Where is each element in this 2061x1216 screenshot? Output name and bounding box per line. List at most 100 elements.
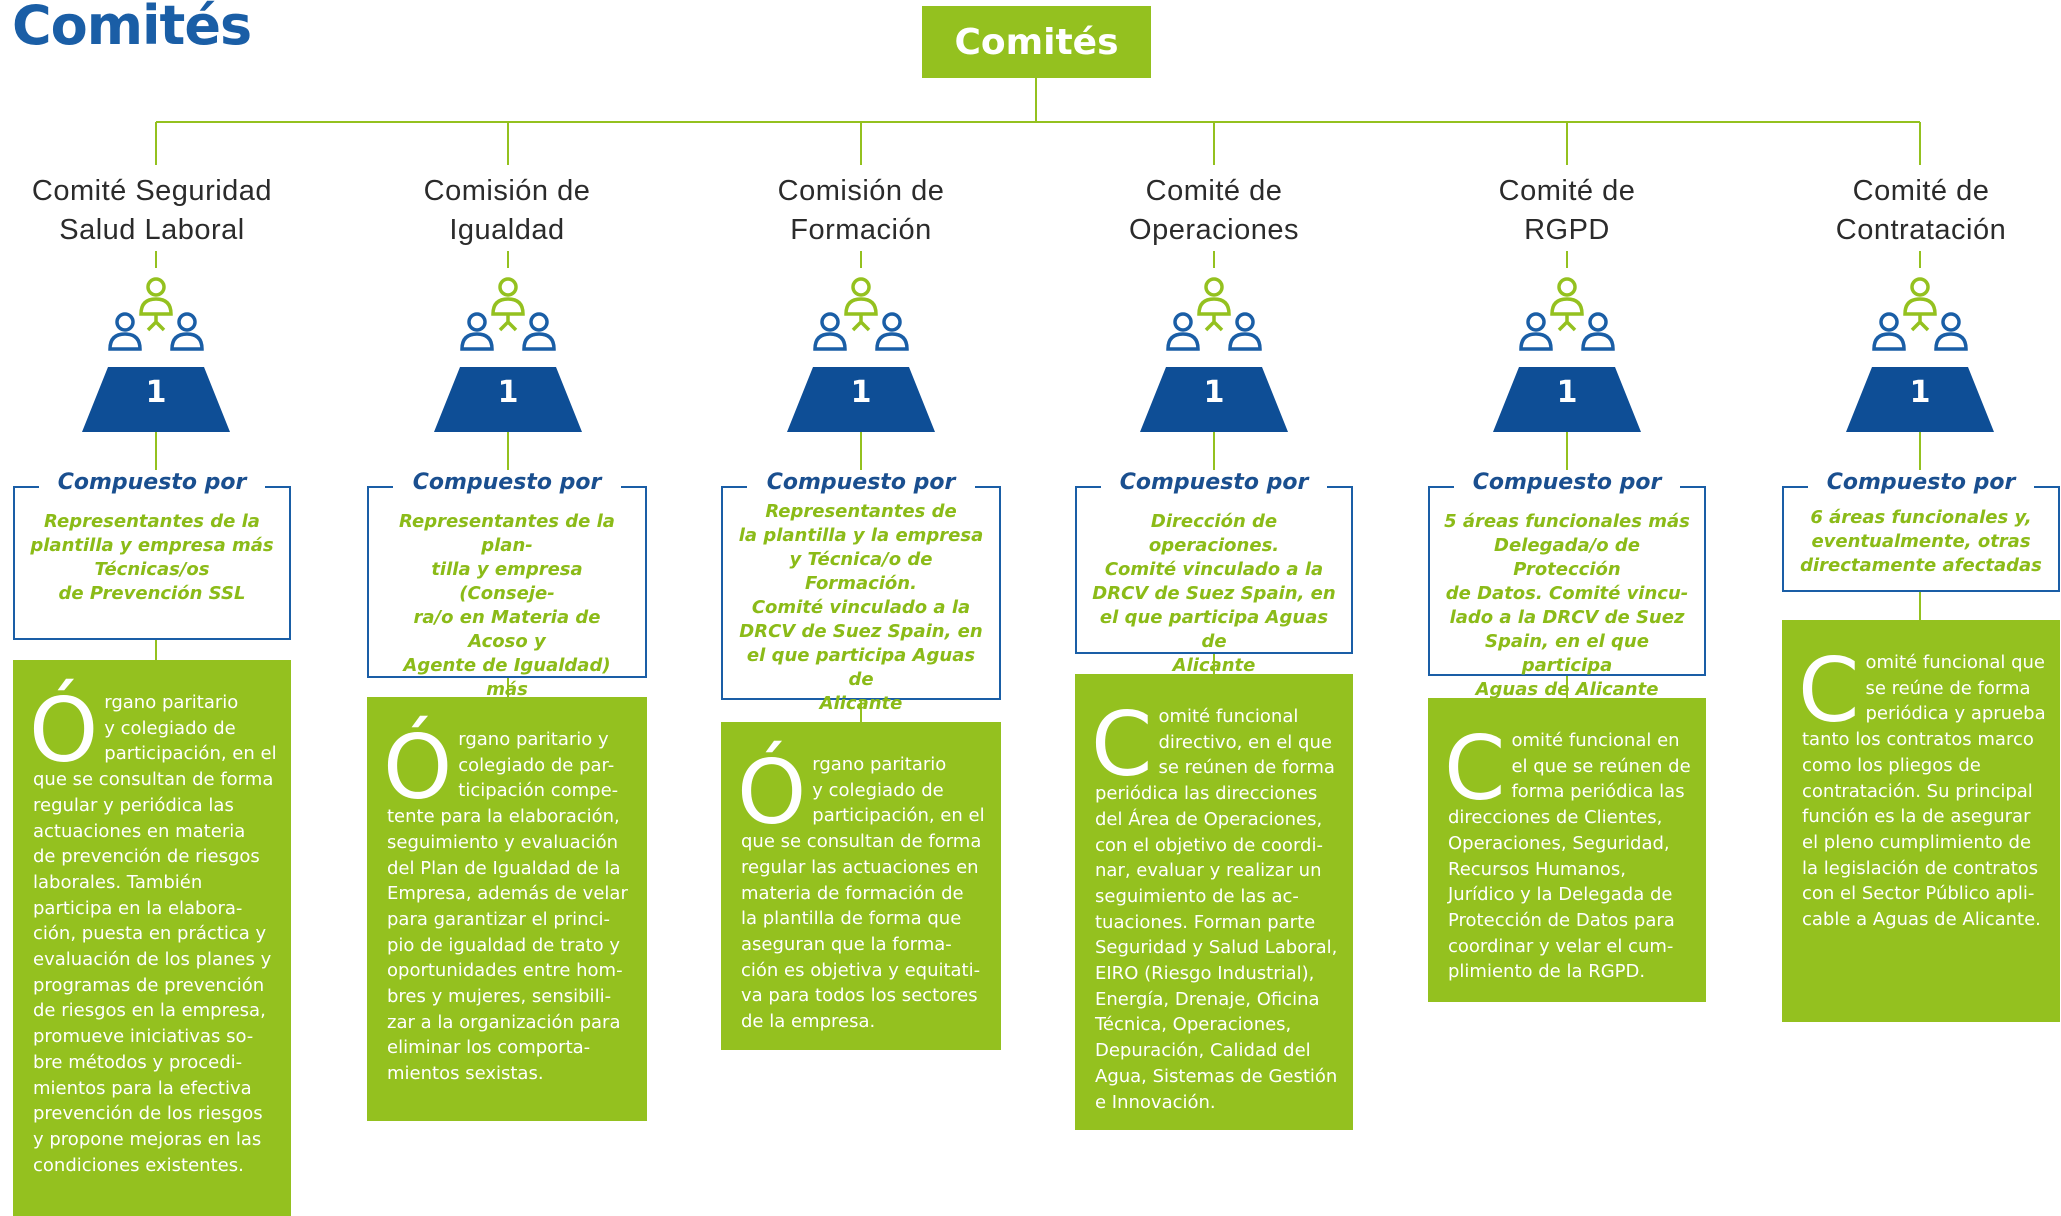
person-left-icon (813, 312, 847, 351)
committee-name: Comisión de Formación (777, 175, 945, 246)
description-text: rgano paritario y colegiado de participa… (33, 692, 277, 1176)
box-border-right (621, 486, 645, 488)
box-border-left (1430, 486, 1454, 488)
box-border-left (15, 486, 39, 488)
description-text: omité funcional en el que se reúnen de f… (1448, 730, 1691, 983)
committee-count: 1 (1203, 375, 1225, 410)
drop-cap: Ó (29, 679, 99, 782)
person-top-icon (139, 277, 173, 316)
person-left-icon (1166, 312, 1200, 351)
box-border-right (2034, 486, 2058, 488)
link-icon (851, 315, 871, 332)
person-top-icon (844, 277, 878, 316)
count-trapezoid (787, 367, 935, 432)
drop-cap: C (1444, 717, 1506, 820)
committee-count: 1 (145, 375, 167, 410)
page-title: Comités (12, 0, 252, 57)
committee-count: 1 (1556, 375, 1578, 410)
people-group-icon (1846, 277, 1994, 432)
count-trapezoid (1493, 367, 1641, 432)
compuesto-text: 6 áreas funcionales y, eventualmente, ot… (1800, 507, 2042, 576)
compuesto-title: Compuesto por (412, 470, 602, 495)
person-right-icon (1934, 312, 1968, 351)
drop-cap: C (1798, 639, 1860, 742)
committee-count: 1 (850, 375, 872, 410)
person-top-icon (491, 277, 525, 316)
people-group-icon (434, 277, 582, 432)
committee-count: 1 (497, 375, 519, 410)
compuesto-title: Compuesto por (57, 470, 247, 495)
drop-cap: Ó (737, 741, 807, 844)
link-icon (1910, 315, 1930, 332)
count-trapezoid (1846, 367, 1994, 432)
link-icon (1557, 315, 1577, 332)
drop-cap: C (1091, 693, 1153, 796)
committee-name: Comité Seguridad Salud Laboral (31, 175, 273, 246)
compuesto-title: Compuesto por (1472, 470, 1662, 495)
person-right-icon (522, 312, 556, 351)
description-text: rgano paritario y colegiado de participa… (741, 754, 985, 1033)
compuesto-text: Representantes de la plantilla y la empr… (738, 501, 984, 714)
compuesto-title: Compuesto por (1119, 470, 1309, 495)
compuesto-title: Compuesto por (766, 470, 956, 495)
description-text: omité funcional directivo, en el que se … (1095, 706, 1338, 1113)
committee-name: Comité de RGPD (1498, 175, 1636, 246)
person-right-icon (875, 312, 909, 351)
box-border-right (1680, 486, 1704, 488)
link-icon (1204, 315, 1224, 332)
box-border-left (1784, 486, 1808, 488)
person-right-icon (170, 312, 204, 351)
count-trapezoid (82, 367, 230, 432)
committee-name: Comité de Operaciones (1129, 175, 1299, 246)
count-trapezoid (434, 367, 582, 432)
box-border-right (265, 486, 289, 488)
committee-name: Comisión de Igualdad (423, 175, 591, 246)
people-group-icon (1493, 277, 1641, 432)
description-text: omité funcional que se reúne de forma pe… (1802, 652, 2046, 931)
person-top-icon (1550, 277, 1584, 316)
compuesto-text: Representantes de la plantilla y empresa… (30, 511, 274, 604)
link-icon (146, 315, 166, 332)
box-border-right (1327, 486, 1351, 488)
box-border-left (369, 486, 393, 488)
link-icon (498, 315, 518, 332)
box-border-right (975, 486, 999, 488)
person-right-icon (1228, 312, 1262, 351)
person-left-icon (1872, 312, 1906, 351)
people-group-icon (82, 277, 230, 432)
drop-cap: Ó (383, 716, 453, 819)
committee-name: Comité de Contratación (1835, 175, 2007, 246)
person-right-icon (1581, 312, 1615, 351)
compuesto-text: 5 áreas funcionales más Delegada/o de Pr… (1444, 511, 1690, 700)
root-node-comites: Comités (922, 6, 1151, 78)
compuesto-text: Representantes de la plan- tilla y empre… (399, 511, 615, 724)
compuesto-text: Dirección de operaciones. Comité vincula… (1092, 511, 1336, 676)
person-left-icon (1519, 312, 1553, 351)
count-trapezoid (1140, 367, 1288, 432)
person-left-icon (108, 312, 142, 351)
compuesto-box: Compuesto por 5 áreas funcionales más Del… (1428, 470, 1706, 700)
box-border-left (1077, 486, 1101, 488)
person-top-icon (1197, 277, 1231, 316)
committee-count: 1 (1909, 375, 1931, 410)
